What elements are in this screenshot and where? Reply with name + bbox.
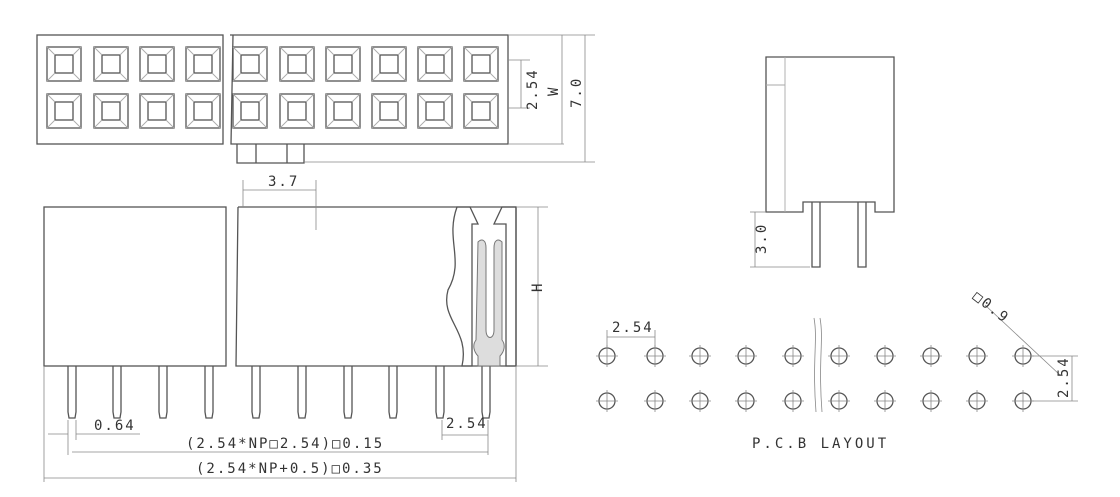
pin <box>388 366 398 419</box>
contact-cell <box>139 46 175 82</box>
side-view: 3.0 <box>750 56 895 268</box>
pcb-hole <box>782 345 804 367</box>
contact-cell <box>325 46 361 82</box>
contact-cell <box>463 93 499 129</box>
contact-cell <box>371 46 407 82</box>
pcb-hole <box>828 390 850 412</box>
pcb-layout: 2.54 □0.9 2.54 P.C.B LAYOUT <box>596 289 1078 452</box>
pin <box>112 366 122 419</box>
pcb-hole <box>689 345 711 367</box>
dim-offset-label: 3.7 <box>268 174 299 190</box>
pcb-hole <box>644 345 666 367</box>
pcb-hole <box>966 345 988 367</box>
pcb-hole <box>874 390 896 412</box>
dim-pin-width-label: 0.64 <box>94 418 136 434</box>
contact-cell <box>417 93 453 129</box>
pcb-hole <box>966 390 988 412</box>
front-view: 3.7 H 0.64 2.54 (2.54*NP□2.54)□0.15 (2.5… <box>43 174 548 482</box>
contact-cell <box>417 46 453 82</box>
pcb-pitch-x-label: 2.54 <box>612 320 654 336</box>
pcb-hole-label: □0.9 <box>970 289 1013 327</box>
pcb-hole <box>644 390 666 412</box>
pin <box>158 366 168 419</box>
pin <box>481 366 491 419</box>
contact-cell <box>371 93 407 129</box>
dim-pin-pitch-label: 2.54 <box>446 416 488 432</box>
pcb-hole <box>689 390 711 412</box>
dim-total-label: 7.0 <box>569 77 585 108</box>
dim-pin-span-label: (2.54*NP□2.54)□0.15 <box>186 436 384 452</box>
contact-cell <box>232 93 268 129</box>
section-hatch <box>446 206 517 367</box>
contact-cell <box>139 93 175 129</box>
pin <box>204 366 214 419</box>
dim-body-length-label: (2.54*NP+0.5)□0.35 <box>196 461 384 477</box>
contact-cell <box>325 93 361 129</box>
contact-cell <box>46 93 82 129</box>
dim-pin-length-label: 3.0 <box>754 223 770 254</box>
pin <box>297 366 307 419</box>
contact-cell <box>93 93 129 129</box>
pcb-hole <box>782 390 804 412</box>
contact-cell <box>232 46 268 82</box>
contact-cell <box>185 46 221 82</box>
pcb-hole <box>828 345 850 367</box>
dim-width-label: W <box>546 86 562 96</box>
pin <box>435 366 445 419</box>
pcb-hole <box>596 390 618 412</box>
contact-cell <box>185 93 221 129</box>
contact-cell <box>279 46 315 82</box>
dim-height-label: H <box>530 282 546 292</box>
contact-cell <box>93 46 129 82</box>
pcb-layout-title: P.C.B LAYOUT <box>752 436 889 452</box>
pin <box>251 366 261 419</box>
pcb-hole <box>735 390 757 412</box>
dim-pitch-label: 2.54 <box>525 68 541 110</box>
pcb-pitch-y-label: 2.54 <box>1056 356 1072 398</box>
pcb-hole <box>874 345 896 367</box>
pcb-hole <box>920 345 942 367</box>
top-view: 2.54 W 7.0 <box>36 34 595 164</box>
contact-cell <box>279 93 315 129</box>
contact-cell <box>463 46 499 82</box>
contact-cell <box>46 46 82 82</box>
pin <box>343 366 353 419</box>
pcb-hole <box>596 345 618 367</box>
pin <box>67 366 77 419</box>
pcb-hole <box>920 390 942 412</box>
pcb-hole <box>735 345 757 367</box>
